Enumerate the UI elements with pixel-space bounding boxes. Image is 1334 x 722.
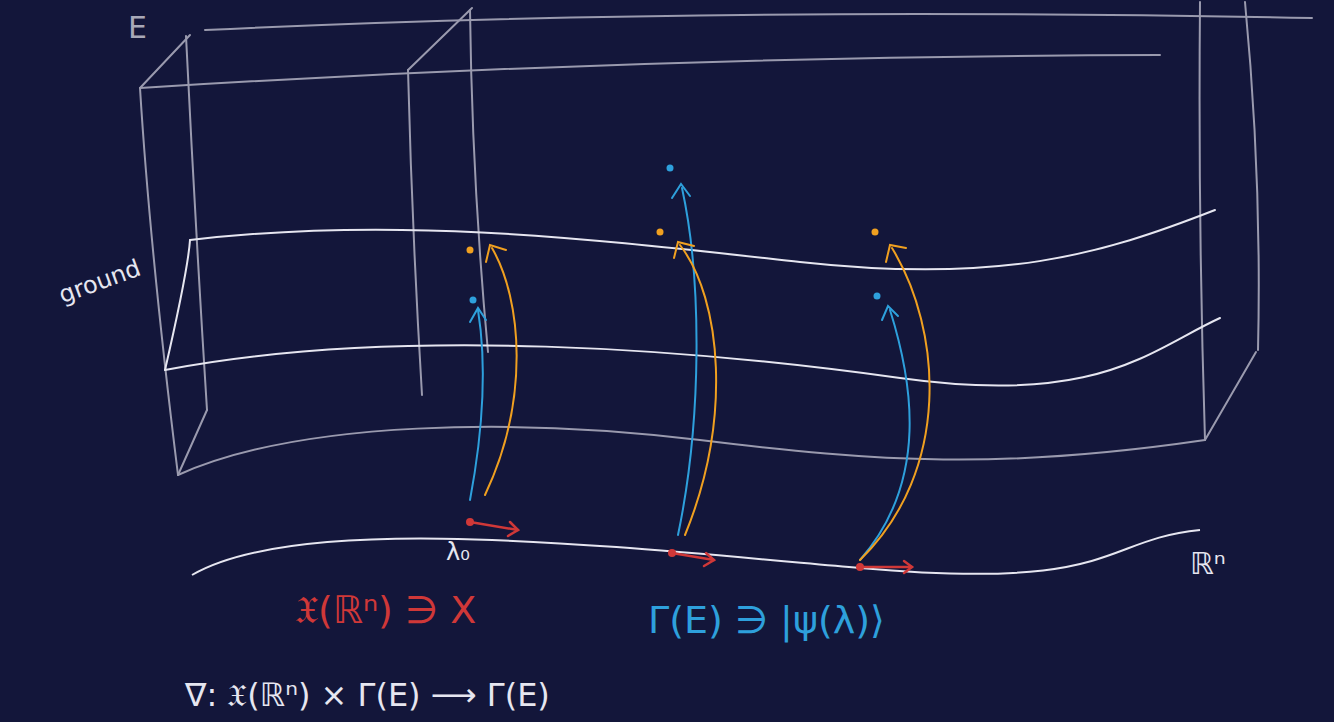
- ground-band: [165, 210, 1220, 386]
- base-points: [466, 518, 864, 571]
- section-dots-2: [467, 229, 879, 254]
- section-label: Γ(E) ∋ |ψ(λ)⟩: [648, 598, 885, 644]
- ground-label: ground: [55, 254, 145, 310]
- base-space-curve: [192, 530, 1200, 575]
- vector-field-label: 𝔛(ℝⁿ) ∋ X: [295, 588, 476, 634]
- point-label: λ₀: [446, 538, 470, 567]
- section-dots: [470, 165, 881, 304]
- section-arrows: [470, 184, 910, 560]
- base-space-label: ℝⁿ: [1190, 546, 1226, 582]
- connection-definition: ∇: 𝔛(ℝⁿ) × Γ(E) ⟶ Γ(E): [185, 676, 550, 714]
- bundle-name: E: [128, 10, 147, 46]
- section-arrows-2: [485, 242, 930, 560]
- bundle-box: [140, 2, 1312, 475]
- tangent-vectors: [470, 522, 912, 573]
